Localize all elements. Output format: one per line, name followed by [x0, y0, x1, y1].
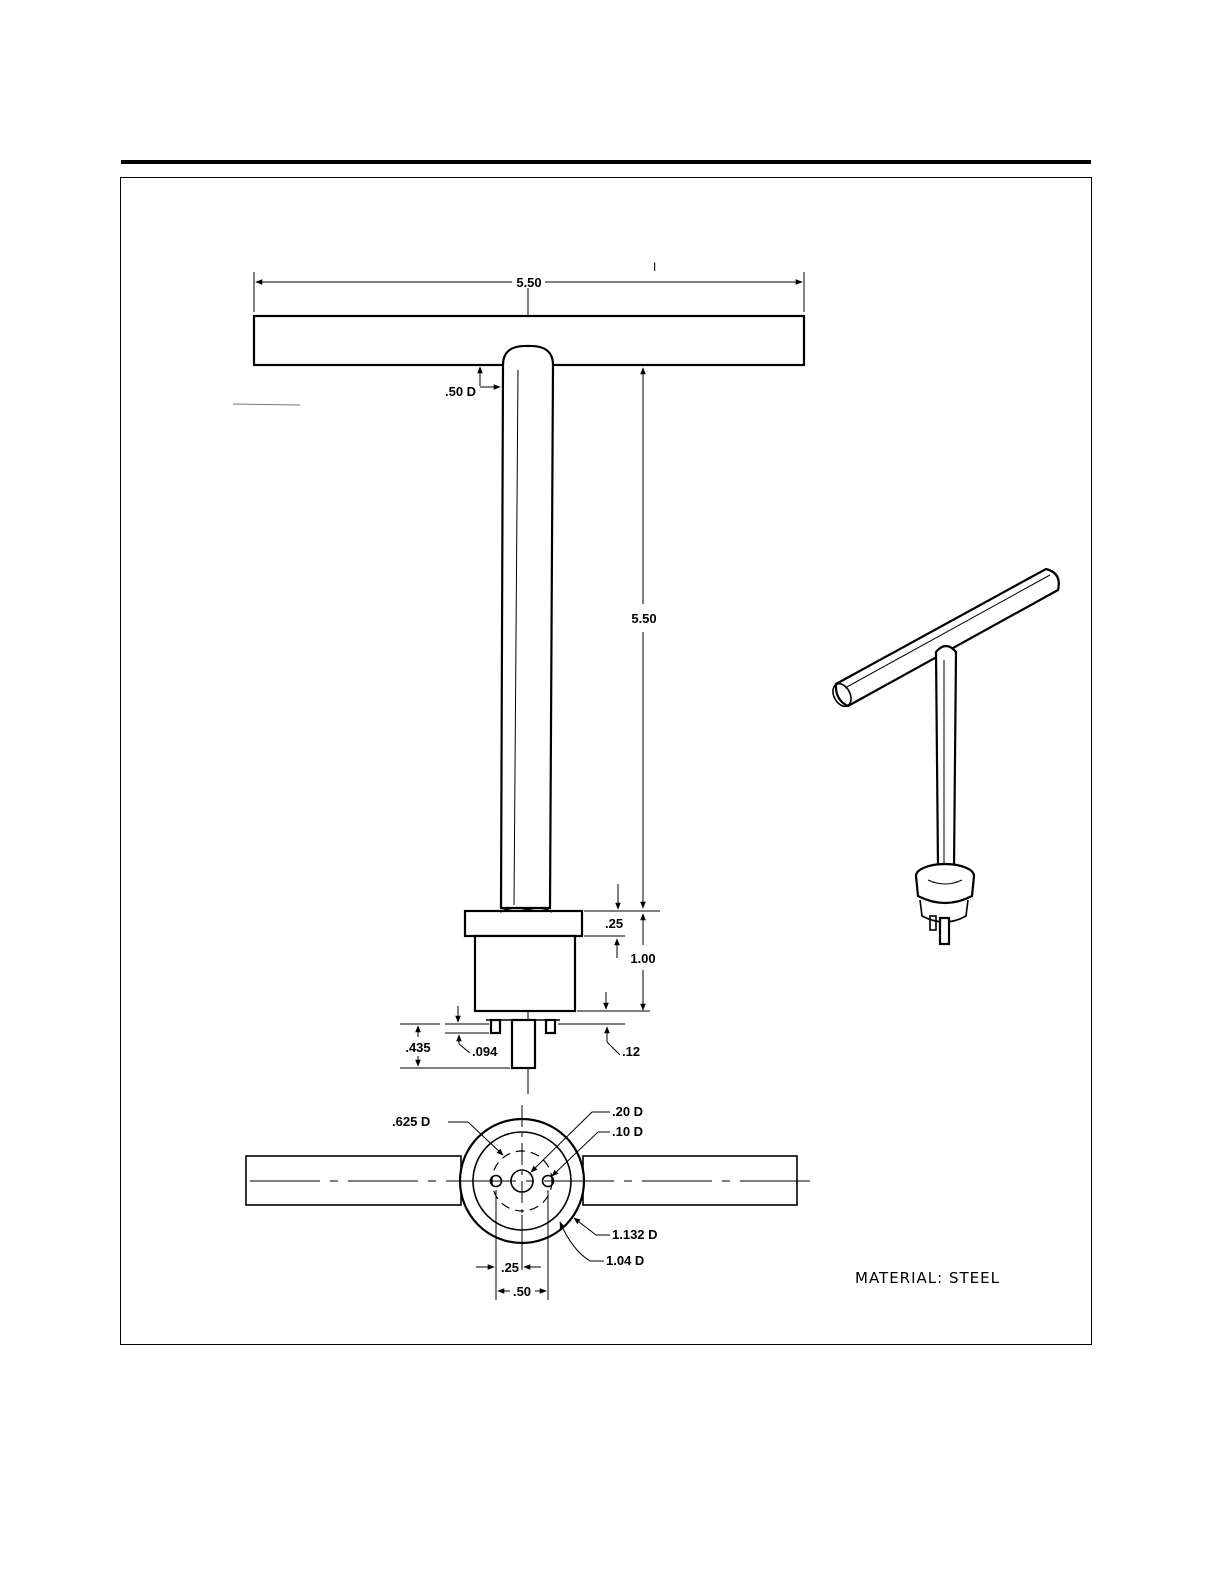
tip-length-label: .435 [405, 1040, 430, 1055]
body [475, 936, 575, 1011]
front-view: 5.50 I .50 D 5.50 .25 1.00 .12 [254, 260, 804, 1100]
inner-spacing-label: .25 [501, 1260, 519, 1275]
shaft-diameter-label: .50 D [445, 384, 476, 399]
body-outer-label: 1.04 D [606, 1253, 644, 1268]
pin-spacing-label: .50 [513, 1284, 531, 1299]
stray-mark: I [653, 260, 656, 274]
collar [465, 911, 582, 936]
bolt-circle-label: .625 D [392, 1114, 430, 1129]
tip [512, 1020, 535, 1068]
bottom-view: .625 D .20 D .10 D 1.132 D 1.04 D .25 .5… [246, 1104, 812, 1300]
iso-tip [940, 918, 949, 944]
center-hole-label: .20 D [612, 1104, 643, 1119]
iso-shaft [936, 646, 956, 868]
scan-artifact [233, 404, 300, 405]
collar-height-label: .25 [605, 916, 623, 931]
iso-pin [930, 916, 936, 930]
shaft-length-label: 5.50 [631, 611, 656, 626]
pin-hole-label: .10 D [612, 1124, 643, 1139]
isometric-view [829, 569, 1058, 944]
body-height-label: 1.00 [630, 951, 655, 966]
pin-height-label: .094 [472, 1044, 498, 1059]
shaft [501, 346, 553, 908]
tip-offset-label: .12 [622, 1044, 640, 1059]
material-note: MATERIAL: STEEL [855, 1269, 1000, 1287]
handle-length-label: 5.50 [516, 275, 541, 290]
iso-collar-body [916, 876, 974, 903]
left-pin [491, 1020, 500, 1033]
right-pin [546, 1020, 555, 1033]
collar-outer-label: 1.132 D [612, 1227, 658, 1242]
